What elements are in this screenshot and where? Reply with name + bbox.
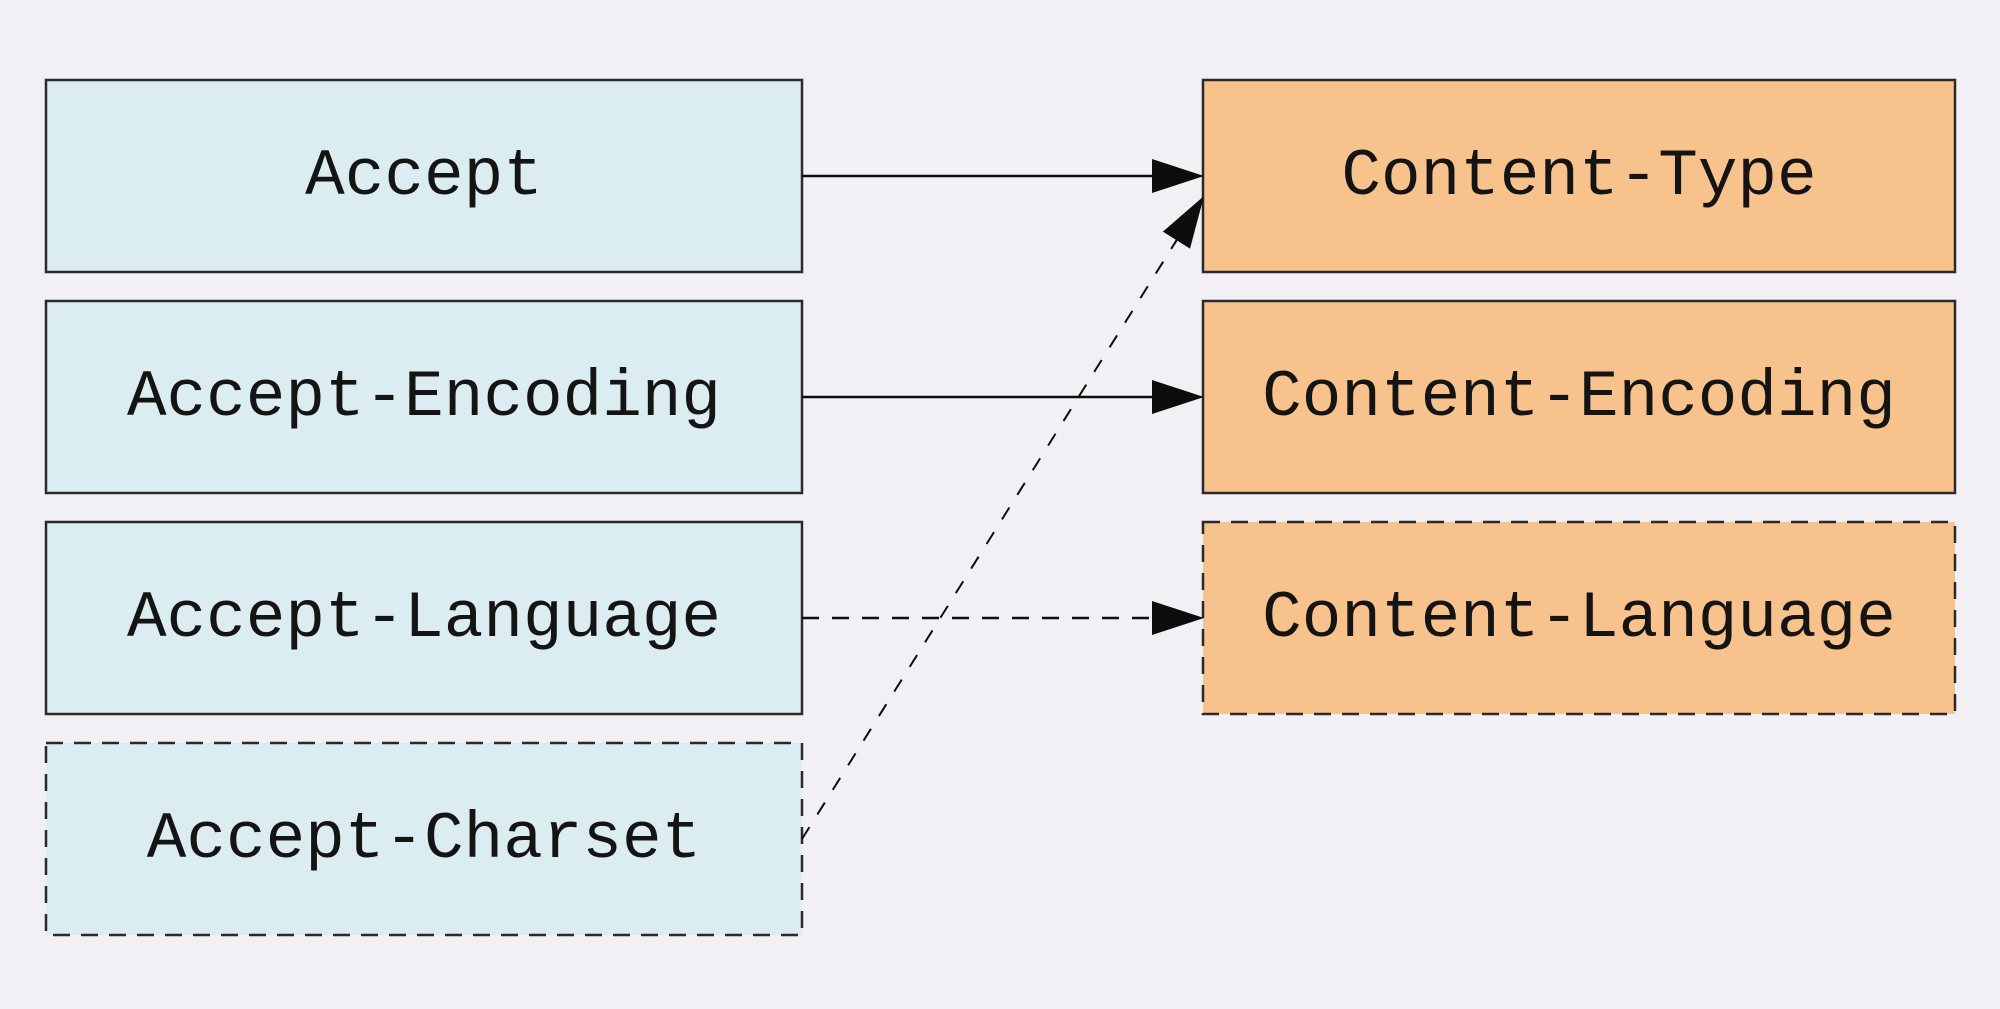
node-accept-language: Accept-Language — [46, 522, 802, 714]
node-content-type: Content-Type — [1203, 80, 1955, 272]
arrow-accept-to-content-type — [802, 159, 1204, 193]
arrow-accept-language-to-content-language-head — [1152, 601, 1204, 635]
node-accept-encoding-label: Accept-Encoding — [126, 359, 722, 435]
arrow-accept-to-content-type-head — [1152, 159, 1204, 193]
node-accept: Accept — [46, 80, 802, 272]
node-accept-language-label: Accept-Language — [126, 580, 722, 656]
arrow-accept-charset-to-content-type-line — [801, 229, 1184, 840]
node-accept-charset: Accept-Charset — [46, 743, 802, 935]
arrow-accept-encoding-to-content-encoding — [802, 380, 1204, 414]
node-content-language-label: Content-Language — [1262, 580, 1896, 656]
arrow-accept-language-to-content-language — [802, 601, 1204, 635]
node-content-type-label: Content-Type — [1341, 138, 1817, 214]
node-accept-label: Accept — [305, 138, 543, 214]
arrow-accept-charset-to-content-type — [801, 196, 1204, 840]
node-content-encoding: Content-Encoding — [1203, 301, 1955, 493]
node-accept-charset-label: Accept-Charset — [146, 801, 702, 877]
node-accept-encoding: Accept-Encoding — [46, 301, 802, 493]
node-content-language: Content-Language — [1203, 522, 1955, 714]
arrow-accept-encoding-to-content-encoding-head — [1152, 380, 1204, 414]
node-content-encoding-label: Content-Encoding — [1262, 359, 1896, 435]
